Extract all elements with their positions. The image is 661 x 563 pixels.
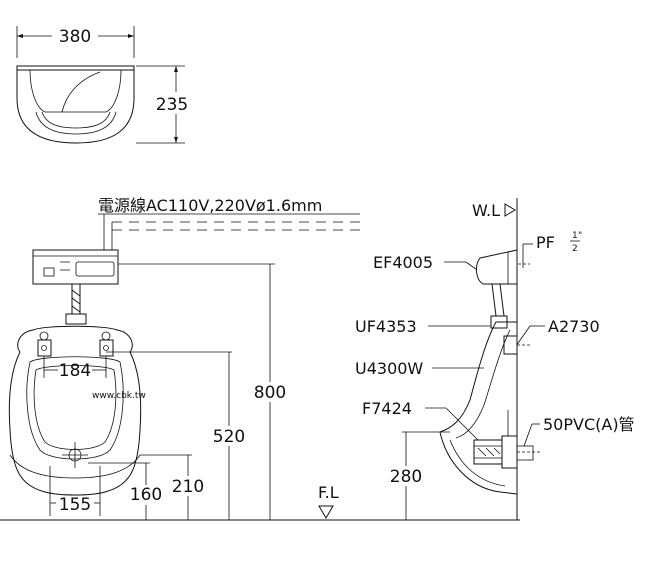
pvc-leader-2 <box>523 423 533 447</box>
pf-label: PF <box>536 233 555 252</box>
left-ear-hole <box>39 331 49 341</box>
wall-flange <box>501 435 518 469</box>
power-wire-label: 電源線AC110V,220Vø1.6mm <box>98 196 322 215</box>
sensor-window <box>43 267 55 277</box>
dim-210: 210 <box>172 477 204 497</box>
uf4353-label: UF4353 <box>355 317 417 336</box>
watermark-text: www.cbk.tw <box>92 391 146 401</box>
top-bowl-outline <box>16 65 135 144</box>
right-ear-hole <box>101 331 111 341</box>
side-pipe-right <box>499 283 505 317</box>
urinal-side-lower <box>449 439 506 487</box>
arrow-right <box>128 34 134 38</box>
sensor-box <box>32 249 119 285</box>
water-level-label: W.L <box>472 201 500 220</box>
sensor-detail <box>60 261 70 271</box>
arrow-down <box>174 137 178 143</box>
urinal-side-profile <box>439 321 518 495</box>
u4300w-label: U4300W <box>355 359 423 378</box>
top-inner-lip-2 <box>41 111 111 129</box>
top-view: 380 235 <box>16 26 188 144</box>
trap-body <box>473 439 503 465</box>
front-view: 電源線AC110V,220Vø1.6mm <box>0 196 520 521</box>
left-bolt <box>41 345 47 351</box>
right-bracket <box>99 339 114 357</box>
dim-800: 800 <box>254 383 286 403</box>
drain-pipe-stub <box>516 445 534 461</box>
f7424-leader-2 <box>445 407 479 441</box>
top-inner-curve <box>61 71 101 113</box>
pf-frac-num: 1 <box>572 231 578 241</box>
trap-hatch <box>477 447 501 457</box>
arrow-up <box>174 66 178 72</box>
floor-level-label: F.L <box>318 483 339 502</box>
pvc-label: 50PVC(A)管 <box>543 415 635 434</box>
urinal-side-inner <box>455 329 511 439</box>
sensor-side-body <box>475 249 518 285</box>
dim-280: 280 <box>390 467 422 487</box>
ef4005-label: EF4005 <box>373 253 433 272</box>
a2730-label: A2730 <box>548 317 600 336</box>
pf-inch: " <box>578 231 582 241</box>
floor-level-marker <box>318 505 334 519</box>
urinal-outer-outline <box>8 325 142 496</box>
arrow-left <box>17 34 23 38</box>
urinal-lower-lip <box>9 454 141 479</box>
dim-520: 520 <box>213 427 245 447</box>
side-view: W.L PF 1 " 2 EF4005 UF4353 A2730 <box>318 198 635 520</box>
dim-380: 380 <box>59 27 91 47</box>
left-bracket <box>37 339 52 357</box>
top-inner-bowl <box>29 69 122 113</box>
flush-pipe-hatch <box>71 289 81 313</box>
sensor-lens <box>75 261 115 277</box>
dim-184: 184 <box>59 361 91 381</box>
right-bolt <box>103 345 109 351</box>
trap-detail <box>474 445 502 459</box>
top-inner-lip <box>35 111 117 135</box>
f7424-label: F7424 <box>362 399 412 418</box>
urinal-inner-bowl-2 <box>33 365 117 450</box>
urinal-inner-bowl <box>26 356 124 460</box>
water-level-marker <box>504 203 516 217</box>
pf-frac-den: 2 <box>572 244 578 254</box>
dim-160: 160 <box>130 485 162 505</box>
a2730-leader-2 <box>515 325 531 347</box>
side-pipe-left <box>491 283 497 317</box>
dim-155: 155 <box>59 495 91 515</box>
dim-235: 235 <box>156 95 188 115</box>
spud-nut <box>65 313 87 325</box>
